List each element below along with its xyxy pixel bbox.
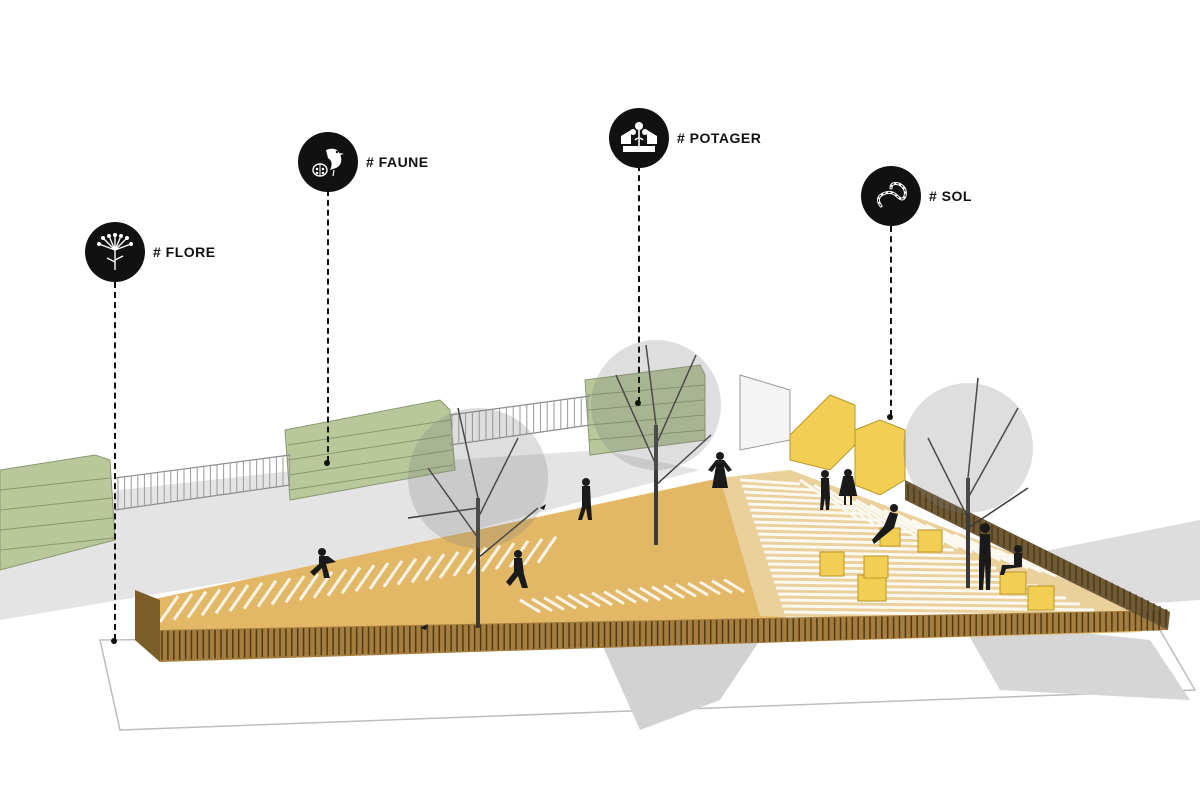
callout-flore-label: # FLORE xyxy=(153,244,216,260)
bird-ladybug-icon xyxy=(298,132,358,192)
flore-leader-line xyxy=(114,282,116,640)
vegetable-garden-icon xyxy=(609,108,669,168)
yellow-benches xyxy=(789,394,1055,611)
sol-leader-line xyxy=(890,226,892,416)
callout-faune-label: # FAUNE xyxy=(366,154,429,170)
callout-flore: # FLORE xyxy=(85,222,216,282)
earthworm-icon xyxy=(861,166,921,226)
callout-faune: # FAUNE xyxy=(298,132,429,192)
birds xyxy=(420,504,546,630)
trees xyxy=(407,340,1033,628)
potager-leader-line xyxy=(638,165,640,403)
back-wall xyxy=(739,374,791,451)
callout-sol-label: # SOL xyxy=(929,188,972,204)
potager-anchor-dot xyxy=(635,400,641,406)
faune-anchor-dot xyxy=(324,460,330,466)
flore-anchor-dot xyxy=(111,638,117,644)
people-silhouettes xyxy=(310,452,1022,590)
deck-planks xyxy=(158,478,1200,624)
faune-leader-line xyxy=(327,190,329,462)
railing-bars xyxy=(117,396,589,510)
callout-sol: # SOL xyxy=(861,166,972,226)
flower-umbel-icon xyxy=(85,222,145,282)
callout-potager-label: # POTAGER xyxy=(677,130,762,146)
callout-potager: # POTAGER xyxy=(609,108,761,168)
sol-anchor-dot xyxy=(887,414,893,420)
palisade-stakes xyxy=(161,484,1167,660)
